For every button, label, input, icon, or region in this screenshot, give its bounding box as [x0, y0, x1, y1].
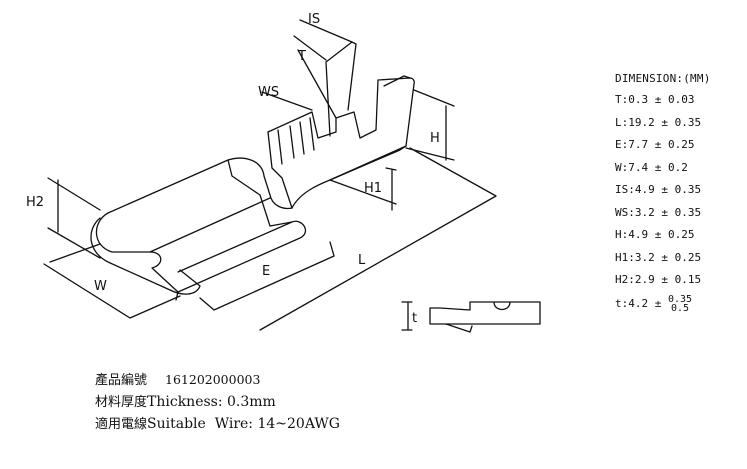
tolerance-upper: 0.35: [667, 293, 693, 305]
l-dimension: [259, 147, 497, 331]
tolerance-prefix: t:4.2 ±: [615, 296, 662, 310]
receptacle-seam: [149, 197, 271, 253]
t-small-dimension: [401, 301, 413, 331]
spec-value: 14~20AWG: [257, 416, 340, 432]
spec-label-zh: 材料厚度: [95, 395, 148, 410]
label-t: T: [297, 49, 306, 64]
crimp-left-fold: [267, 131, 293, 209]
is-leaders: [293, 19, 353, 61]
label-is: IS: [308, 12, 320, 27]
h1-dimension: [329, 167, 397, 211]
receptacle-top-edge: [107, 157, 293, 214]
dimension-row: WS:3.2 ± 0.35: [615, 205, 702, 219]
label-e: E: [262, 264, 270, 279]
spec-block: 產品編號 161202000003 材料厚度Thickness: 0.3mm 適用…: [95, 370, 340, 436]
dimension-row: E:7.7 ± 0.25: [615, 138, 695, 151]
ws-leader: [261, 91, 313, 111]
spec-value: 0.3mm: [227, 394, 276, 410]
dimension-row: L:19.2 ± 0.35: [615, 115, 702, 129]
label-h: H: [430, 131, 440, 146]
dimension-row: H1:3.2 ± 0.25: [615, 250, 702, 264]
label-w: W: [94, 279, 107, 294]
label-ws: WS: [258, 85, 279, 100]
label-h1: H1: [364, 181, 382, 196]
label-h2: H2: [26, 195, 44, 210]
spec-row-thickness: 材料厚度Thickness: 0.3mm: [95, 392, 340, 414]
thickness-section: [429, 301, 541, 325]
crimp-wing-front: [267, 77, 415, 209]
crimp-bottom-edge: [329, 145, 407, 181]
spec-label-en: Suitable Wire:: [147, 416, 254, 432]
label-t-small: t: [412, 311, 417, 326]
drawing-labels: IS T WS H H1 H2 W E L t: [26, 12, 440, 326]
receptacle-lip: [175, 291, 179, 301]
tolerance-lower: 0.5: [671, 302, 690, 314]
spec-label-en: Thickness:: [147, 394, 223, 410]
spec-row-wire: 適用電線Suitable Wire: 14~20AWG: [95, 414, 340, 436]
dimension-row: W:7.4 ± 0.2: [615, 160, 688, 174]
spec-label-zh: 產品編號: [95, 373, 148, 388]
dimension-row: H:4.9 ± 0.25: [615, 228, 695, 241]
insulation-tab-right-top: [383, 75, 411, 87]
crimp-serrations: [277, 117, 315, 165]
h2-dimension: [47, 177, 101, 259]
receptacle-outer-roll: [90, 217, 201, 295]
label-l: L: [358, 253, 366, 268]
insulation-tab-left: [325, 41, 357, 137]
dimension-row: H2:2.9 ± 0.15: [615, 273, 702, 286]
dimension-panel: DIMENSION:(MM) T:0.3 ± 0.03 L:19.2 ± 0.3…: [615, 72, 711, 317]
dimension-row: T:0.3 ± 0.03: [615, 93, 695, 106]
spec-label-zh: 適用電線: [95, 417, 148, 432]
transition-neck: [227, 159, 293, 227]
tolerance-stack: 0.35 0.5: [667, 293, 693, 314]
terminal-outline: [43, 19, 541, 333]
receptacle-front-roll: [95, 212, 307, 293]
spec-value: 161202000003: [165, 372, 261, 387]
t-leader: [297, 49, 337, 119]
thickness-tab: [445, 323, 473, 333]
dimension-title: DIMENSION:(MM): [615, 72, 711, 85]
w-dimension: [43, 243, 181, 319]
dimension-row: IS:4.9 ± 0.35: [615, 183, 702, 196]
e-dimension: [199, 241, 335, 311]
spec-row-product-code: 產品編號 161202000003: [95, 370, 340, 392]
dimension-row-tolerance: t:4.2 ± 0.35 0.5: [615, 293, 711, 318]
